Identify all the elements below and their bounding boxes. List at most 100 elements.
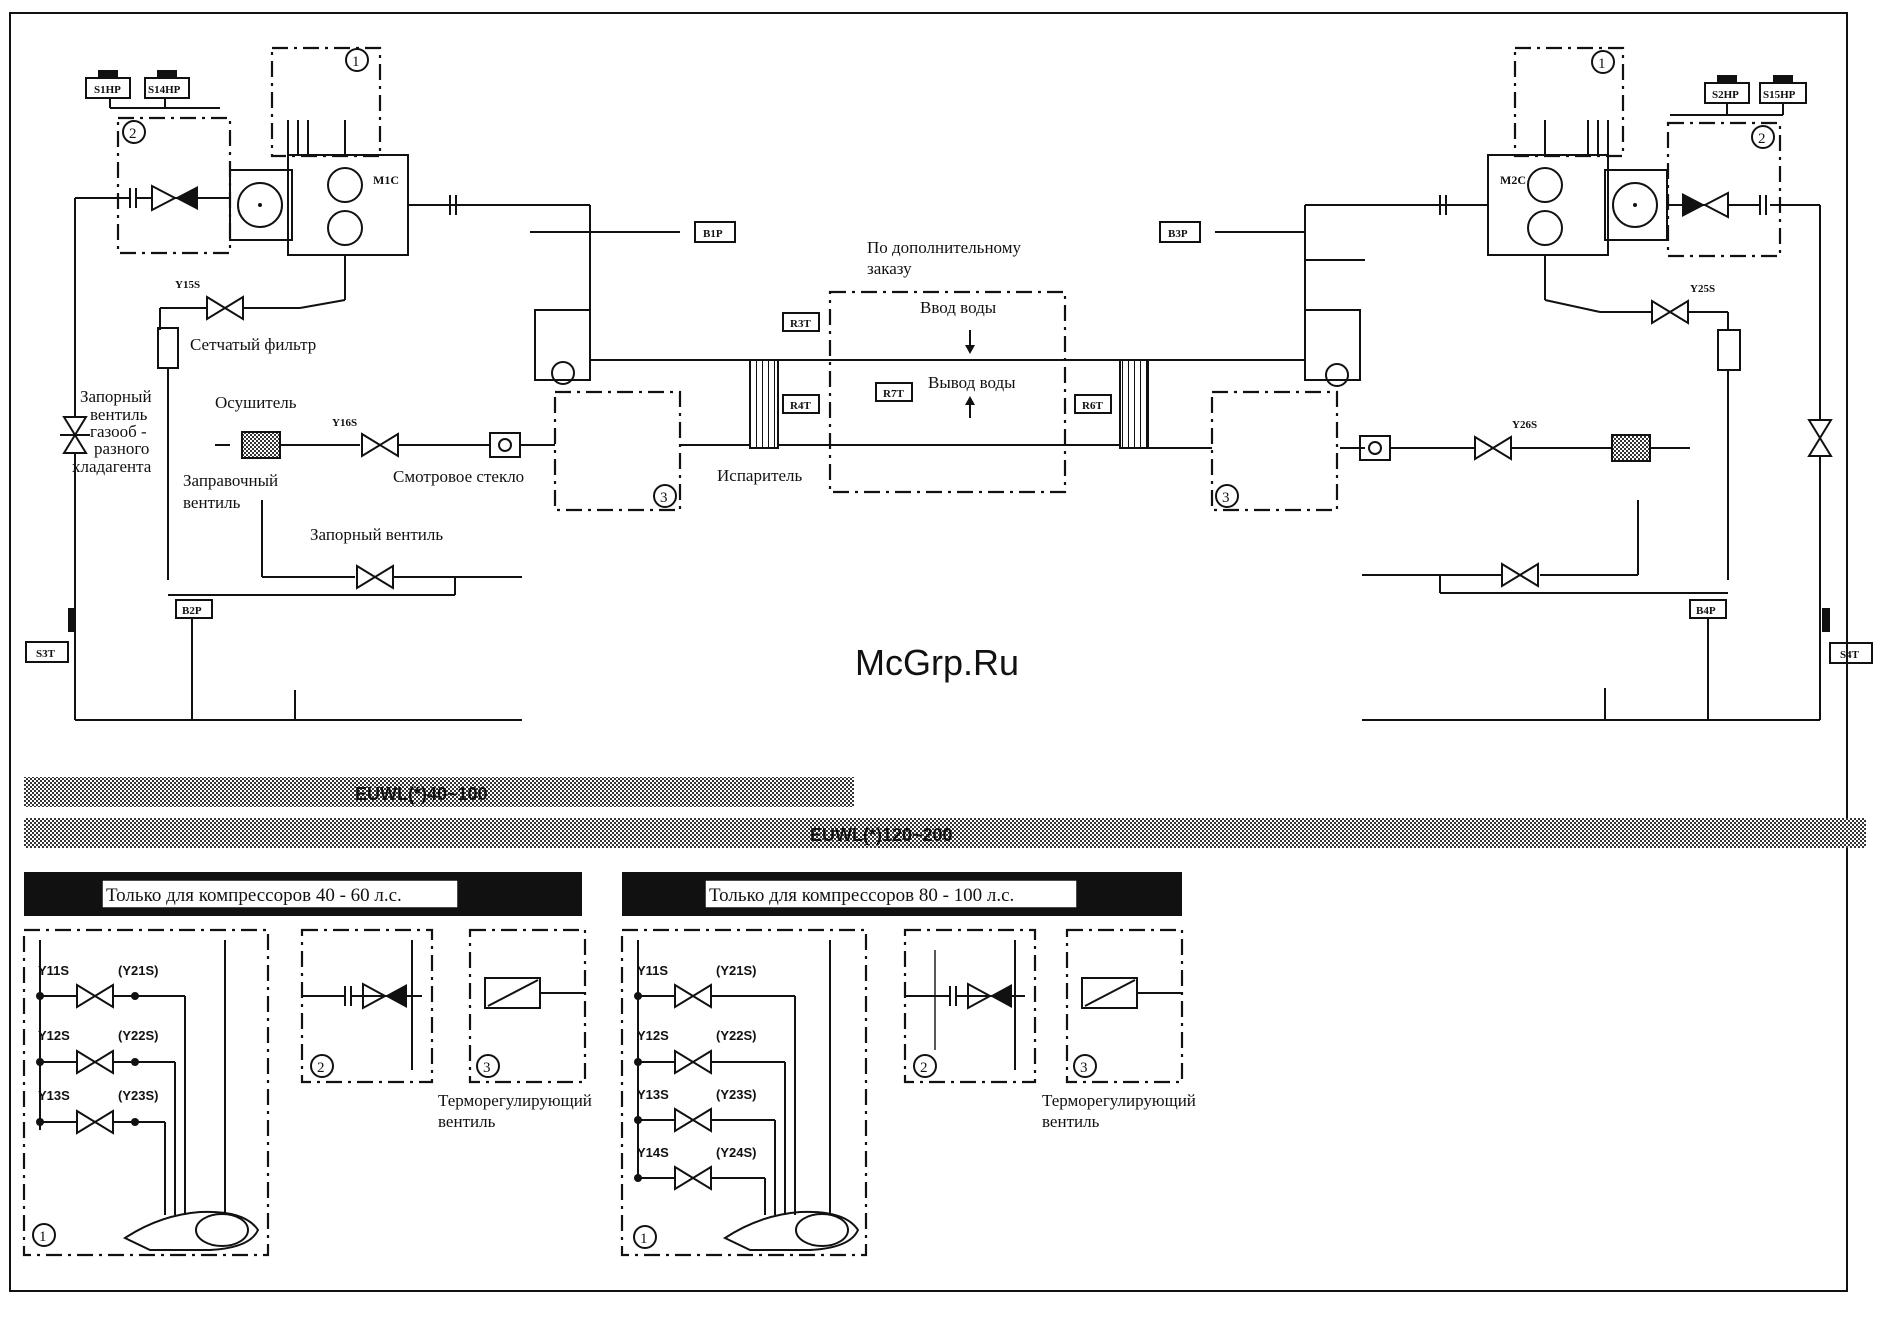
svg-text:1: 1 (1598, 56, 1606, 72)
svg-text:(Y21S): (Y21S) (118, 963, 158, 978)
svg-text:1: 1 (352, 54, 360, 70)
svg-text:разного: разного (94, 439, 149, 458)
compressor-m2c (1487, 154, 1609, 256)
svg-text:3: 3 (1080, 1060, 1088, 1076)
tag-b1p (694, 221, 736, 243)
svg-text:S2HP: S2HP (1712, 89, 1739, 101)
svg-text:S4T: S4T (1840, 649, 1860, 661)
svg-text:Y11S: Y11S (38, 963, 69, 978)
right-circuit: M2C 1 S2HP S15HP 2 B3P Y25 (1148, 46, 1873, 721)
svg-text:вентиль: вентиль (438, 1112, 496, 1131)
compressor-m1c (287, 154, 409, 256)
tag-s3t (25, 641, 69, 663)
svg-text:(Y22S): (Y22S) (118, 1028, 158, 1043)
svg-text:B2P: B2P (182, 605, 202, 617)
svg-text:B3P: B3P (1168, 228, 1188, 240)
svg-text:Y15S: Y15S (175, 279, 200, 291)
svg-text:Сетчатый фильтр: Сетчатый фильтр (190, 335, 316, 354)
tag-s4t (1829, 642, 1873, 664)
svg-text:2: 2 (1758, 131, 1766, 147)
svg-text:Заправочный: Заправочный (183, 471, 278, 490)
svg-text:Запорный вентиль: Запорный вентиль (310, 525, 443, 544)
dryer-left (241, 431, 281, 459)
svg-text:1: 1 (640, 1231, 648, 1247)
callout-1-right (1591, 50, 1615, 74)
svg-text:Y11S: Y11S (637, 963, 668, 978)
left-circuit: M1C 1 S1HP S14HP 2 B1P (25, 46, 750, 721)
expansion-box-right (1210, 390, 1339, 512)
page-frame (9, 12, 1848, 1292)
expansion-box-left (553, 390, 682, 512)
svg-text:2: 2 (317, 1060, 325, 1076)
tag-r3t (782, 312, 820, 332)
svg-text:Осушитель: Осушитель (215, 393, 297, 412)
svg-text:Y12S: Y12S (38, 1028, 70, 1043)
callout-1-left (345, 48, 369, 72)
svg-text:B1P: B1P (703, 228, 723, 240)
svg-text:S3T: S3T (36, 648, 56, 660)
svg-text:По дополнительному: По дополнительному (867, 238, 1021, 257)
svg-text:газооб -: газооб - (90, 422, 147, 441)
svg-text:S14HP: S14HP (148, 84, 181, 96)
callout-2-left (122, 120, 146, 144)
svg-text:Смотровое стекло: Смотровое стекло (393, 467, 524, 486)
svg-text:EUWL(*)120~200: EUWL(*)120~200 (810, 825, 953, 845)
svg-text:2: 2 (129, 126, 137, 142)
svg-text:3: 3 (1222, 490, 1230, 506)
svg-text:EUWL(*)40~100: EUWL(*)40~100 (355, 784, 488, 804)
svg-text:2: 2 (920, 1060, 928, 1076)
svg-text:хладагента: хладагента (72, 457, 152, 476)
callout-2-right (1751, 125, 1775, 149)
svg-text:B4P: B4P (1696, 605, 1716, 617)
svg-text:Испаритель: Испаритель (717, 466, 803, 485)
model-band-a (24, 777, 854, 807)
dryer-right (1611, 434, 1651, 462)
svg-text:S1HP: S1HP (94, 84, 121, 96)
mesh-filter-left (157, 327, 179, 369)
svg-text:(Y24S): (Y24S) (716, 1145, 756, 1160)
tag-b2p (175, 599, 213, 619)
detail-40-60: Только для компрессоров 40 - 60 л.с. Y11… (22, 872, 592, 1257)
tag-r6t (1074, 394, 1112, 414)
svg-text:заказу: заказу (867, 259, 912, 278)
label-m1c: M1C (373, 173, 399, 187)
svg-text:Y12S: Y12S (637, 1028, 669, 1043)
sight-glass-left (489, 432, 521, 458)
svg-text:Y13S: Y13S (38, 1088, 70, 1103)
evaporator-center: R3T R4T R7T R6T По дополнительному заказ… (717, 238, 1149, 494)
watermark: McGrp.Ru (855, 642, 1019, 683)
svg-text:Запорный: Запорный (80, 387, 152, 406)
svg-text:Терморегулирующий: Терморегулирующий (1042, 1091, 1196, 1110)
svg-text:Y16S: Y16S (332, 417, 357, 429)
svg-text:Ввод воды: Ввод воды (920, 298, 997, 317)
svg-text:Вывод воды: Вывод воды (928, 373, 1016, 392)
svg-text:R7T: R7T (883, 388, 904, 400)
svg-text:R6T: R6T (1082, 400, 1103, 412)
svg-text:3: 3 (660, 490, 668, 506)
svg-text:Y13S: Y13S (637, 1087, 669, 1102)
svg-text:(Y21S): (Y21S) (716, 963, 756, 978)
svg-text:Y25S: Y25S (1690, 283, 1715, 295)
tag-r4t (782, 394, 820, 414)
svg-text:R4T: R4T (790, 400, 811, 412)
svg-text:1: 1 (39, 1229, 47, 1245)
svg-text:Y26S: Y26S (1512, 419, 1537, 431)
svg-text:S15HP: S15HP (1763, 89, 1796, 101)
svg-text:вентиль: вентиль (90, 405, 148, 424)
label-only-40-60: Только для компрессоров 40 - 60 л.с. (106, 885, 402, 906)
evaporator-left-coil (749, 359, 779, 449)
svg-text:вентиль: вентиль (183, 493, 241, 512)
svg-text:R3T: R3T (790, 318, 811, 330)
svg-text:Y14S: Y14S (637, 1145, 669, 1160)
svg-text:Терморегулирующий: Терморегулирующий (438, 1091, 592, 1110)
label-only-80-100: Только для компрессоров 80 - 100 л.с. (709, 885, 1014, 906)
svg-text:(Y23S): (Y23S) (716, 1087, 756, 1102)
svg-text:(Y23S): (Y23S) (118, 1088, 158, 1103)
detail-80-100: Только для компрессоров 80 - 100 л.с. Y1… (620, 872, 1196, 1257)
svg-text:(Y22S): (Y22S) (716, 1028, 756, 1043)
optional-water-box (828, 290, 1067, 494)
svg-text:3: 3 (483, 1060, 491, 1076)
tag-b3p (1159, 221, 1201, 243)
